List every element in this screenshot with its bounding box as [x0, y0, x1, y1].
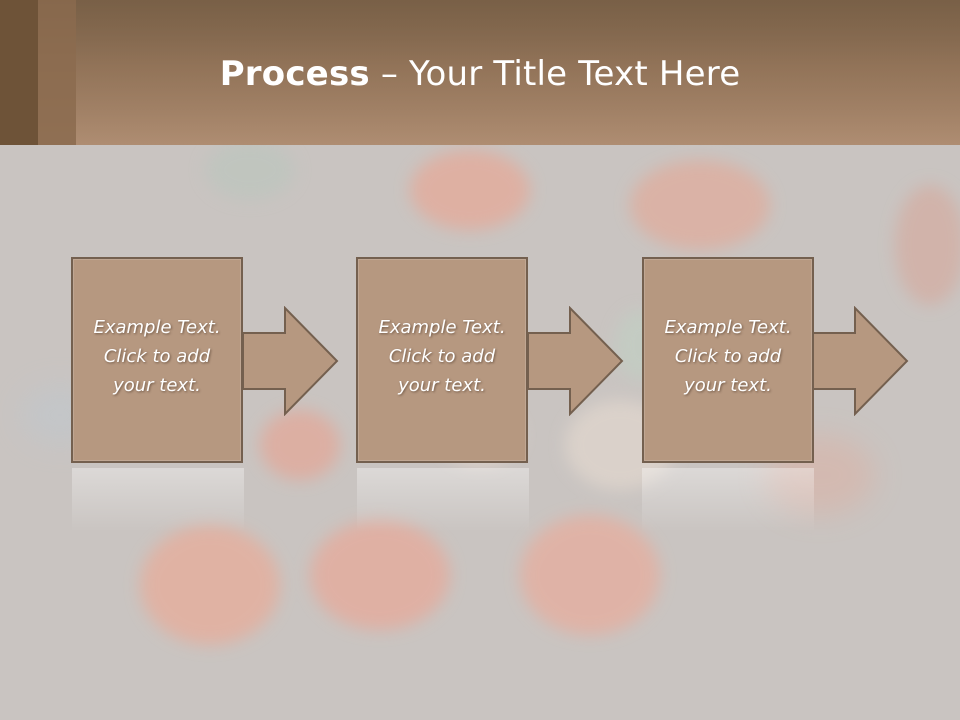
- step-text: Example Text. Click to add your text.: [644, 313, 812, 400]
- arrow-right-icon: [243, 306, 339, 416]
- step-text-line: your text.: [684, 375, 772, 396]
- title-bold-text: Process: [219, 54, 370, 94]
- process-step-3[interactable]: Example Text. Click to add your text.: [642, 257, 814, 463]
- step-text-line: Example Text.: [93, 317, 221, 338]
- step-text-line: your text.: [398, 375, 486, 396]
- step-text: Example Text. Click to add your text.: [358, 313, 526, 400]
- step-text: Example Text. Click to add your text.: [73, 313, 241, 400]
- title-band: Process – Your Title Text Here: [0, 0, 960, 145]
- header-accent-strip: [0, 0, 38, 145]
- arrow-right-icon: [528, 306, 624, 416]
- step-text-line: Click to add: [674, 346, 782, 367]
- step-text-line: your text.: [113, 375, 201, 396]
- title-rest-text: – Your Title Text Here: [369, 54, 741, 94]
- arrow-right-icon: [813, 306, 909, 416]
- header-shade: [76, 0, 960, 145]
- slide-title[interactable]: Process – Your Title Text Here: [0, 52, 960, 96]
- step-text-line: Example Text.: [378, 317, 506, 338]
- process-step-2[interactable]: Example Text. Click to add your text.: [356, 257, 528, 463]
- step-text-line: Click to add: [103, 346, 211, 367]
- step-text-line: Click to add: [388, 346, 496, 367]
- process-step-1[interactable]: Example Text. Click to add your text.: [71, 257, 243, 463]
- header-accent-strip: [38, 0, 76, 145]
- process-reflection: [72, 468, 814, 532]
- step-text-line: Example Text.: [664, 317, 792, 338]
